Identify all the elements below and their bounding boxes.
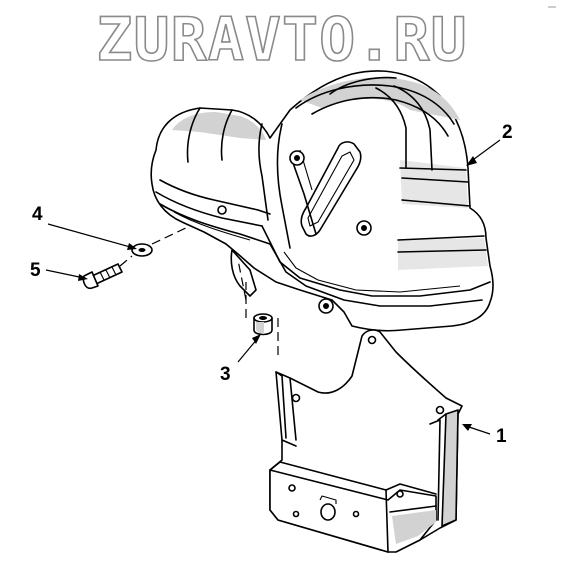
callout-1-label: 1 [496,426,507,447]
part-5-bolt [82,263,123,290]
bracket-hole-top-right [435,405,445,415]
part-2-heat-shield [150,70,494,332]
part-3-spacer [253,313,273,336]
watermark-text: ZURAVTO.RU [96,5,467,75]
leader-lines [45,139,501,435]
assembly-line-washer [151,225,191,245]
callout-3-label: 3 [220,364,231,385]
stud-left [217,205,227,215]
stud-upper-left [289,150,305,166]
part-4-washer [131,243,153,257]
assembly-line-bolt [119,255,133,267]
bracket-hole-top [367,335,377,345]
bracket-hole-top-left [291,393,301,403]
part-1-bracket [269,329,463,553]
stud-lower [318,298,334,314]
bracket-hole-left [288,484,296,492]
callout-2-label: 2 [502,122,513,143]
callout-5-label: 5 [30,260,41,281]
stud-middle-right [356,220,372,236]
bracket-hole-right [396,490,404,498]
bracket-hole-lower-left [292,510,300,518]
callout-4-label: 4 [32,204,43,225]
assembly-line-upper [237,259,247,301]
bracket-hole-lower-right [352,510,360,518]
bracket-center-hole [320,503,336,521]
